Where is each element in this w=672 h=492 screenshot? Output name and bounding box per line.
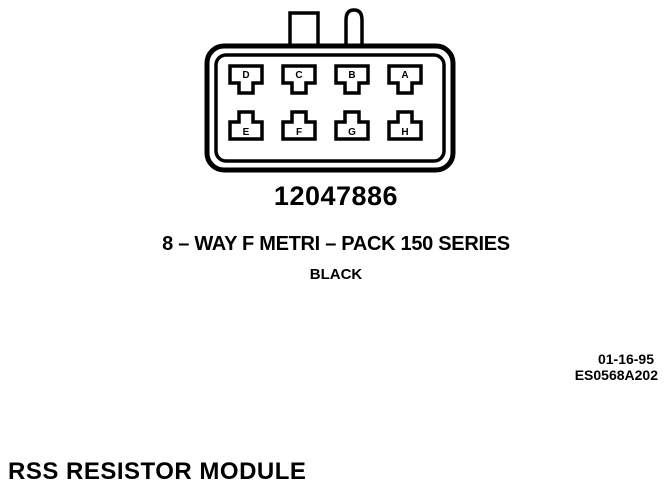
- pin-cavity-g: G: [334, 110, 370, 141]
- connector-series: 8 – WAY F METRI – PACK 150 SERIES: [162, 233, 510, 255]
- connector-housing-inner: [214, 53, 446, 163]
- pin-cavity-e: E: [228, 110, 264, 141]
- drawing-date: 01-16-95: [597, 351, 654, 367]
- connector-housing-outer: [204, 43, 456, 173]
- connector-color: BLACK: [309, 266, 363, 283]
- pin-letter-f: F: [296, 127, 302, 138]
- pin-cavity-c: C: [281, 64, 317, 95]
- pin-letter-e: E: [243, 127, 250, 138]
- pin-cavity-f: F: [281, 110, 317, 141]
- pin-cavity-d: D: [228, 64, 264, 95]
- pin-letter-b: B: [348, 70, 355, 81]
- pin-letter-a: A: [401, 70, 408, 81]
- connector-latch-tabs: [288, 8, 364, 46]
- pin-letter-h: H: [401, 127, 408, 138]
- pin-letter-g: G: [348, 127, 356, 138]
- pin-cavity-a: A: [387, 64, 423, 95]
- pin-cavity-h: H: [387, 110, 423, 141]
- connector-pin-cavities: D C B A E F G H: [228, 64, 423, 141]
- module-title: RSS RESISTOR MODULE: [8, 458, 307, 485]
- part-number: 12047886: [273, 181, 399, 211]
- drawing-document-id: ES0568A202: [574, 367, 658, 383]
- pin-letter-d: D: [242, 70, 249, 81]
- pin-cavity-b: B: [334, 64, 370, 95]
- pin-letter-c: C: [295, 70, 302, 81]
